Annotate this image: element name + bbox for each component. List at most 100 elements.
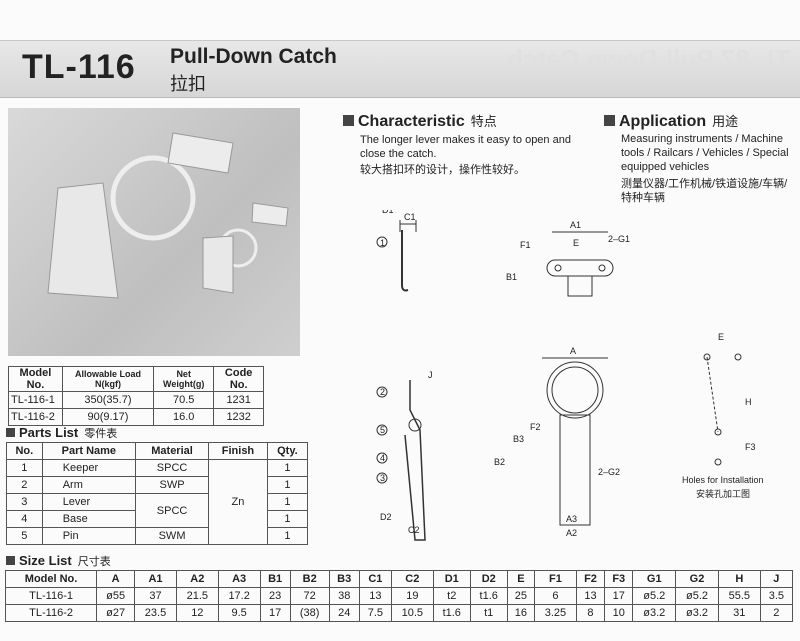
col-header: F3	[604, 570, 634, 588]
finish-cell: Zn	[208, 459, 268, 545]
col-header: Code No.	[213, 366, 264, 392]
product-name: Pull-Down Catch	[170, 45, 337, 68]
col-header: E	[506, 570, 536, 588]
cell: 3	[6, 493, 43, 511]
cell: 4	[6, 510, 43, 528]
cell: t2	[432, 587, 471, 605]
cell: 55.5	[717, 587, 761, 605]
cell: ø3.2	[675, 604, 719, 622]
cell: ø5.2	[675, 587, 719, 605]
cell: 17	[604, 587, 634, 605]
col-header: Net Weight(g)	[153, 366, 215, 392]
col-header: Model No.	[4, 570, 98, 588]
cell: TL-116-2	[4, 604, 98, 622]
dim-label: C2	[408, 525, 420, 535]
spec-table: Model No.Allowable Load N(kgf)Net Weight…	[8, 366, 264, 426]
cell: ø27	[96, 604, 136, 622]
col-header: Part Name	[41, 442, 136, 460]
dim-label: D2	[380, 512, 392, 522]
cell: 13	[575, 587, 606, 605]
cell: Keeper	[41, 459, 136, 477]
col-header: A1	[134, 570, 177, 588]
product-name-cn: 拉扣	[170, 74, 206, 94]
col-header: G2	[675, 570, 719, 588]
cell: 16	[506, 604, 536, 622]
characteristic-text-cn: 较大搭扣环的设计，操作性较好。	[360, 164, 525, 176]
col-header: C2	[390, 570, 434, 588]
col-header: B2	[289, 570, 330, 588]
col-header: G1	[632, 570, 677, 588]
dim-label: A	[570, 346, 576, 356]
dim-label: 2–G2	[598, 467, 620, 477]
cell: 10	[604, 604, 634, 622]
cell: 25	[506, 587, 536, 605]
technical-drawing: C1 D1 1 A1 E F1 B1 2–G1 J 2 5 4 3 D2 C2 …	[376, 210, 764, 541]
cell: 19	[390, 587, 434, 605]
col-header: A2	[175, 570, 219, 588]
dim-label: E	[573, 238, 579, 248]
cell: 1	[266, 493, 309, 511]
cell: ø3.2	[632, 604, 677, 622]
col-header: No.	[6, 442, 43, 460]
cell: 5	[6, 527, 43, 545]
dim-label: B1	[506, 272, 517, 282]
dim-label: B2	[494, 457, 505, 467]
part-callout: 5	[380, 425, 385, 435]
col-header: J	[759, 570, 794, 588]
cell: 1	[266, 510, 309, 528]
col-header: B1	[259, 570, 291, 588]
col-header: C1	[358, 570, 392, 588]
product-photo	[8, 108, 300, 356]
bleed-through-text: TL-87 Pull-Down Catch	[506, 44, 790, 74]
cell: 31	[717, 604, 761, 622]
col-header: Allowable Load N(kgf)	[61, 366, 155, 392]
dim-label: A3	[566, 514, 577, 524]
cell: 1	[266, 527, 309, 545]
cell: TL-116-1	[8, 391, 63, 409]
dim-label: 2–G1	[608, 234, 630, 244]
part-callout: 2	[380, 387, 385, 397]
cell: 3.25	[534, 604, 577, 622]
cell: t1.6	[432, 604, 471, 622]
cell: 7.5	[358, 604, 392, 622]
cell: SPCC	[134, 493, 210, 528]
dim-label: F3	[745, 442, 756, 452]
dim-label: F1	[520, 240, 531, 250]
cell: 23.5	[134, 604, 177, 622]
col-header: B3	[328, 570, 360, 588]
col-header: D2	[469, 570, 508, 588]
dim-label: E	[718, 332, 724, 342]
catch-photo-illustration	[47, 132, 289, 299]
characteristic-text: The longer lever makes it easy to open a…	[360, 134, 571, 160]
cell: ø5.2	[632, 587, 677, 605]
cell: Lever	[41, 493, 136, 511]
dim-label: C1	[404, 212, 416, 222]
cell: SPCC	[134, 459, 210, 477]
cell: SWM	[134, 527, 210, 545]
part-callout: 1	[380, 238, 385, 248]
col-header: D1	[432, 570, 471, 588]
holes-caption: Holes for Installation	[682, 475, 764, 485]
dim-label: A2	[566, 528, 577, 538]
cell: 23	[259, 587, 291, 605]
part-callout: 4	[380, 453, 385, 463]
cell: 350(35.7)	[61, 391, 155, 409]
application-text: Measuring instruments / Machine tools / …	[621, 133, 789, 173]
col-header: Material	[134, 442, 210, 460]
col-header: H	[717, 570, 761, 588]
cell: 13	[358, 587, 392, 605]
col-header: Model No.	[8, 366, 63, 392]
col-header: A	[96, 570, 136, 588]
col-header: F2	[575, 570, 606, 588]
cell: 1	[266, 459, 309, 477]
